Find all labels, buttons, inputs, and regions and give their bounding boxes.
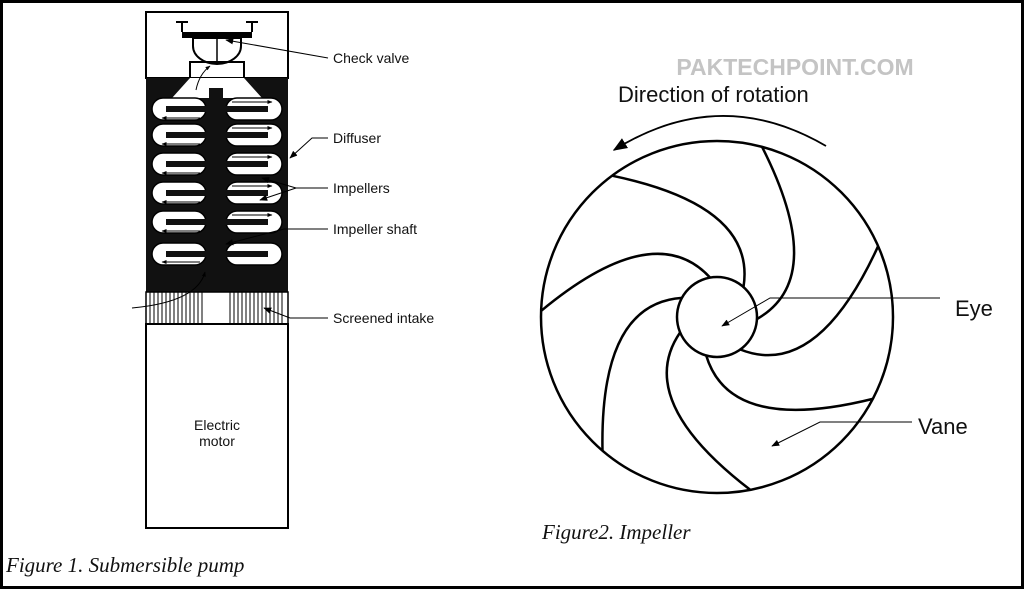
motor-label-line2: motor [199, 433, 235, 449]
screened-intake [145, 291, 289, 325]
check-valve-seat [182, 32, 252, 38]
direction-of-rotation-label: Direction of rotation [618, 82, 809, 107]
impeller-shaft [209, 88, 223, 324]
impeller-diagram: PAKTECHPOINT.COM Direction of rotation E… [539, 54, 993, 544]
impeller-vane [601, 296, 682, 451]
screened-intake-leader [263, 307, 328, 319]
electric-motor [145, 323, 289, 529]
impeller-shaft-label: Impeller shaft [333, 221, 417, 237]
vane-leader [771, 421, 912, 447]
impeller-shaft-leader [225, 228, 328, 246]
submersible-pump-diagram: Electric motor Check valve Diffuser Impe… [5, 11, 434, 577]
motor-label-line1: Electric [194, 417, 240, 433]
impeller-vane [705, 355, 874, 412]
diffuser-label: Diffuser [333, 130, 381, 146]
impeller-vane [739, 245, 880, 357]
figure2-caption: Figure2. Impeller [541, 520, 691, 544]
impeller-vane [756, 146, 796, 321]
eye-label: Eye [955, 296, 993, 321]
impellers-label: Impellers [333, 180, 390, 196]
watermark: PAKTECHPOINT.COM [676, 54, 913, 80]
check-valve-leader [225, 38, 329, 59]
impeller-vane [611, 174, 746, 288]
eye-leader [721, 297, 940, 327]
diffuser-leader [289, 137, 328, 159]
impeller-vane [540, 252, 712, 312]
figure1-caption: Figure 1. Submersible pump [5, 553, 244, 577]
vane-label: Vane [918, 414, 968, 439]
check-valve-label: Check valve [333, 50, 409, 66]
impeller-vanes [540, 146, 880, 491]
screened-intake-label: Screened intake [333, 310, 434, 326]
impeller-eye [675, 275, 759, 359]
rotation-arrow [612, 115, 827, 151]
impeller-vane [665, 331, 751, 491]
impellers-leader-2 [259, 187, 297, 201]
